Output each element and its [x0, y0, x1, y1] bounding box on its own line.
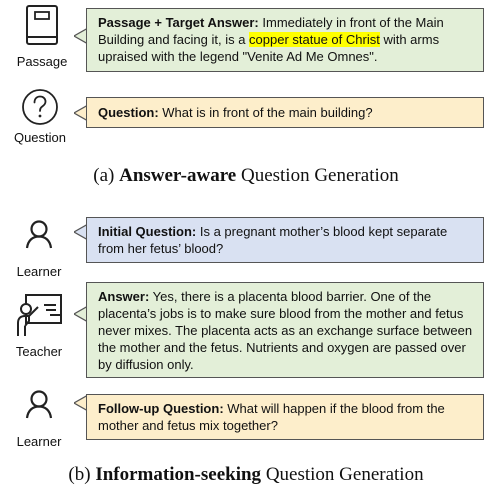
book-icon	[24, 4, 60, 48]
question-bubble: Question: What is in front of the main b…	[86, 97, 484, 128]
question-icon-label: Question	[13, 130, 67, 145]
followup-question-text: What will happen if the blood from the m…	[98, 401, 445, 433]
learner-person-icon	[25, 390, 53, 420]
followup-question-bubble: Follow-up Question: What will happen if …	[86, 394, 484, 440]
answer-text: Yes, there is a placenta blood barrier. …	[98, 289, 473, 372]
caption-a: (a) Answer-aware Question Generation	[0, 165, 492, 187]
passage-text-after: with arms upraised with the legend "Veni…	[98, 32, 440, 64]
question-bubble-text: What is in front of the main building?	[158, 105, 373, 120]
learner-label: Learner	[16, 434, 62, 449]
learner-person-icon	[25, 220, 53, 250]
target-answer-highlight: copper statue of Christ	[249, 32, 380, 47]
caption-a-suffix: Question Generation	[236, 165, 399, 186]
bubble-tail	[74, 28, 88, 44]
question-mark-icon	[21, 88, 59, 126]
passage-icon-label: Passage	[16, 54, 68, 69]
caption-b-bold: Information-seeking	[95, 464, 262, 485]
initial-question-text: Is a pregnant mother’s blood kept separa…	[98, 224, 448, 256]
bubble-tail	[74, 306, 88, 322]
teacher-label: Teacher	[15, 344, 63, 359]
caption-a-bold: Answer-aware	[119, 165, 237, 186]
caption-b-suffix: Question Generation	[261, 464, 424, 485]
bubble-tail	[74, 395, 88, 411]
bubble-tail	[74, 224, 88, 240]
passage-text-before: Immediately in front of the Main Buildin…	[98, 15, 444, 47]
caption-b-prefix: (b)	[68, 464, 96, 485]
question-bubble-label: Question:	[98, 105, 159, 120]
followup-question-label: Follow-up Question:	[98, 401, 224, 416]
passage-bubble-label: Passage + Target Answer:	[98, 15, 259, 30]
caption-b: (b) Information-seeking Question Generat…	[0, 464, 492, 486]
bubble-tail	[74, 105, 88, 121]
initial-question-bubble: Initial Question: Is a pregnant mother’s…	[86, 217, 484, 263]
answer-bubble: Answer: Yes, there is a placenta blood b…	[86, 282, 484, 378]
learner-label: Learner	[16, 264, 62, 279]
teacher-icon	[16, 292, 64, 338]
caption-a-prefix: (a)	[93, 165, 120, 186]
answer-label: Answer:	[98, 289, 150, 304]
passage-target-answer-bubble: Passage + Target Answer: Immediately in …	[86, 8, 484, 72]
initial-question-label: Initial Question:	[98, 224, 197, 239]
